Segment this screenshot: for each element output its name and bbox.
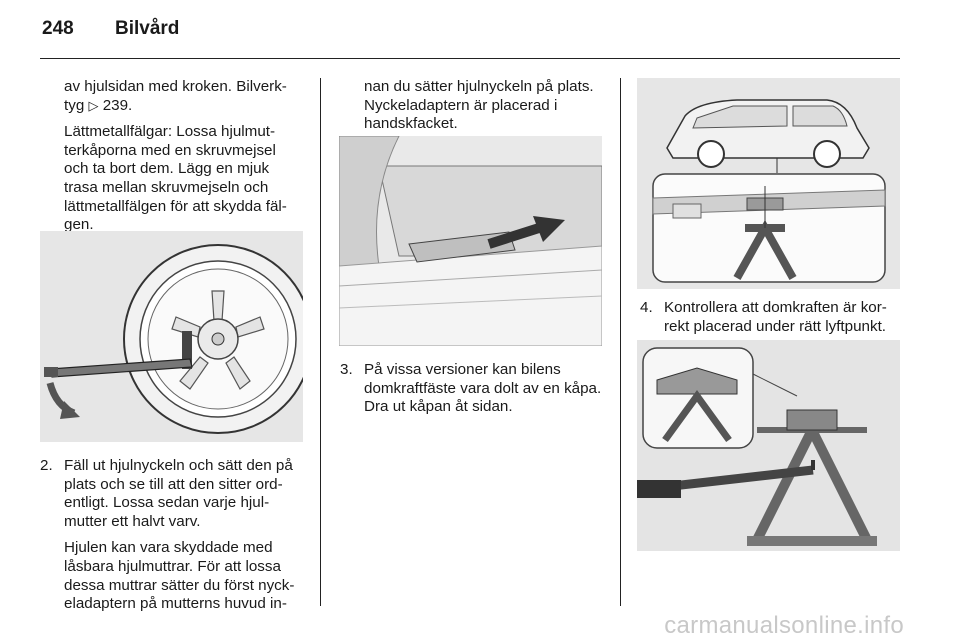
step-2: 2. Fäll ut hjulnyckeln och sätt den på p… <box>40 457 304 622</box>
line-text: tyg <box>64 96 89 114</box>
column-divider-2 <box>620 78 621 606</box>
step-body: Kontrollera att domkraften är kor-rekt p… <box>664 299 902 336</box>
column1-intro: av hjulsidan med kroken. Bilverk- tyg ▷ … <box>64 78 304 243</box>
jack-cover-illustration <box>339 136 602 346</box>
step-text: Fäll ut hjulnyckeln och sätt den på plat… <box>64 457 293 530</box>
step-number: 3. <box>340 361 353 378</box>
step-note: Hjulen kan vara skyddade med låsbara hju… <box>64 539 295 613</box>
car-jack-illustration <box>652 99 886 283</box>
step-text: På vissa versioner kan bilens domkraftfä… <box>364 361 602 416</box>
column-divider-1 <box>320 78 321 606</box>
wheel-wrench-illustration <box>44 244 303 434</box>
step-number: 2. <box>40 457 53 474</box>
header-rule <box>40 58 900 59</box>
section-title: Bilvård <box>115 18 180 39</box>
alloy-wheel-paragraph: Lättmetallfälgar: Lossa hjulmut-terkåpor… <box>64 123 287 234</box>
paragraph-continued: nan du sätter hjulnyckeln på plats. Nyck… <box>364 78 594 133</box>
step-body: På vissa versioner kan bilens domkraftfä… <box>364 361 604 417</box>
figure-car-jack-position <box>637 78 900 289</box>
paragraph-continued: av hjulsidan med kroken. Bilverk- tyg ▷ … <box>64 78 304 115</box>
step-body: Fäll ut hjulnyckeln och sätt den på plat… <box>64 457 304 614</box>
line-text: av hjulsidan med kroken. Bilverk- <box>64 78 287 95</box>
footer-watermark: carmanualsonline.info <box>664 612 904 639</box>
step-4: 4. Kontrollera att domkraften är kor-rek… <box>640 299 902 344</box>
jack-closeup-illustration <box>637 340 900 551</box>
page-number: 248 <box>42 18 74 39</box>
column2-intro: nan du sätter hjulnyckeln på plats. Nyck… <box>364 78 604 142</box>
step-text: Kontrollera att domkraften är kor-rekt p… <box>664 299 887 335</box>
figure-jack-closeup <box>637 340 900 551</box>
page-reference-icon: ▷ <box>88 97 99 113</box>
page-reference: 239. <box>98 96 133 114</box>
figure-jack-cover <box>339 136 602 346</box>
step-number: 4. <box>640 299 653 316</box>
figure-wheel-wrench <box>40 231 303 442</box>
step-3: 3. På vissa versioner kan bilens domkraf… <box>340 361 604 425</box>
